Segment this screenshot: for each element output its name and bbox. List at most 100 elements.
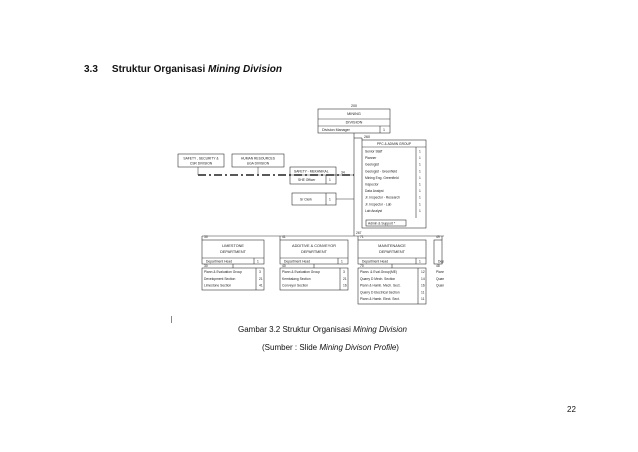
department-label: DEPARTMENT (379, 250, 405, 254)
department-head-qty: 1 (341, 260, 343, 264)
department-number: 49 (436, 235, 440, 239)
sub-number: 70 (360, 264, 364, 268)
sub-item-qty: 3 (259, 270, 261, 274)
ppc-item-qty: 1 (419, 196, 421, 200)
sub-item-label: Plann & Hamb. Mech. Sect. (360, 284, 401, 288)
ppc-item-qty: 1 (419, 150, 421, 154)
section-title-italic: Mining Division (208, 64, 282, 75)
ppc-item-qty: 1 (419, 156, 421, 160)
sub-item-qty: 11 (421, 290, 425, 294)
safety-mgmt-number: 34 (341, 171, 345, 175)
ppc-item-label: Geologist - Greenfield (365, 169, 397, 173)
mining-division-subtitle: DIVISION (346, 121, 363, 125)
department-number: 71 (360, 235, 364, 239)
section-heading: 3.3 Struktur Organisasi Mining Division (84, 64, 282, 75)
source-prefix: (Sumber : Slide (262, 343, 318, 352)
sub-item-label: Conveyor Section (282, 284, 308, 288)
sub-item-qty: 41 (259, 284, 263, 288)
sub-item-qty: 12 (421, 270, 425, 274)
sub-number: 40 (282, 264, 286, 268)
ppc-item-label: Senior Staff (365, 150, 382, 154)
sub-number: 48 (436, 264, 440, 268)
ppc-item-label: Lab Analyst (365, 209, 382, 213)
sub-item-qty: 16 (421, 284, 425, 288)
ppc-admin-support: Admin & Support * (368, 222, 396, 226)
hr-line1: HUMAN RESOURCES (241, 157, 276, 161)
sub-item-qty: 3 (343, 270, 345, 274)
ppc-item-qty: 1 (419, 209, 421, 213)
sub-item-label: Quarry D HHE Section (436, 277, 444, 281)
safety-mgmt-title: SAFETY - MEKANIKAL (294, 170, 329, 174)
sub-item-qty: 21 (259, 277, 263, 281)
mining-division-title: MINING (347, 112, 361, 116)
sub-item-label: Quarry D Electrical Section (360, 290, 400, 294)
department-head-label: Department Head (362, 260, 388, 264)
ppc-item-label: Jr. Inspector - Lab (365, 202, 392, 206)
safety-csr-line2: CSR DIVISION (190, 162, 213, 166)
sub-item-label: Development Section (204, 277, 236, 281)
sub-number: 30 (204, 264, 208, 268)
source-italic: Mining Divison Profile (319, 343, 397, 352)
sub-item-label: Planning & eval. Group (436, 270, 444, 274)
ppc-number: 260 (364, 135, 370, 139)
ppc-item-qty: 1 (419, 176, 421, 180)
ppc-item-qty: 1 (419, 202, 421, 206)
sr-clerk-qty: 1 (329, 198, 331, 202)
safety-csr-line1: SAFETY , SECURITY & (183, 157, 219, 161)
mining-division-number: 200 (351, 104, 357, 108)
sub-item-label: Plann & Evaluation Group (282, 270, 320, 274)
section-number: 3.3 (84, 64, 98, 75)
sub-item-qty: 21 (343, 277, 347, 281)
she-officer-label: SHE Officer (298, 178, 316, 182)
ppc-item-label: Planner (365, 156, 377, 160)
department-name: LIMESTONE (222, 244, 244, 248)
sub-item-qty: 11 (421, 297, 425, 301)
department-name: ADDITIVE & CONVEYOR (292, 244, 336, 248)
she-officer-qty: 1 (329, 178, 331, 182)
ppc-item-qty: 1 (419, 189, 421, 193)
ppc-item-label: Inspector (365, 183, 379, 187)
department-label: DEPARTMENT (220, 250, 246, 254)
ppc-item-qty: 1 (419, 163, 421, 167)
caption-italic: Mining Division (353, 325, 407, 334)
source-suffix: ) (396, 343, 399, 352)
section-title: Struktur Organisasi (111, 64, 206, 75)
department-head-label: Department Head (206, 260, 232, 264)
department-number: 30 (204, 235, 208, 239)
ppc-item-label: Geologist (365, 163, 379, 167)
sub-item-label: Quarry Hamb. HHE Section (436, 284, 444, 288)
department-head-label: Department Head (438, 260, 444, 264)
org-chart: 200 MINING DIVISION Division Manager 1 2… (177, 104, 444, 305)
department-number: 41 (282, 235, 286, 239)
sub-item-label: Kembalang Section (282, 277, 311, 281)
caption-prefix: Gambar 3.2 Struktur Organisasi (238, 325, 351, 334)
sr-clerk-label: Sr Clerk (300, 198, 312, 202)
figure-caption: Gambar 3.2 Struktur Organisasi Mining Di… (238, 325, 407, 334)
figure-source: (Sumber : Slide Mining Divison Profile) (262, 343, 399, 352)
sub-item-label: Plann & Hamb. Elect. Sect. (360, 297, 400, 301)
sub-item-label: Plann & Evaluation Group (204, 270, 242, 274)
bus-number: 267 (356, 231, 362, 235)
ppc-item-qty: 1 (419, 169, 421, 173)
ppc-item-label: Data Analyst (365, 189, 384, 193)
division-manager-label: Division Manager (322, 128, 351, 132)
sub-item-label: Plann. & Eval.Group(ME) (360, 270, 397, 274)
ppc-item-qty: 1 (419, 183, 421, 187)
page-number: 22 (567, 405, 576, 414)
department-head-qty: 1 (419, 260, 421, 264)
sub-item-label: Limestone Section (204, 284, 231, 288)
department-name: MAINTENANCE (378, 244, 406, 248)
sub-item-qty: 14 (421, 277, 425, 281)
ppc-item-label: Mining Eng. Greenfield (365, 176, 399, 180)
sub-item-label: Quarry D Mech. Section (360, 277, 395, 281)
ppc-title: PPC & ADMIN GROUP (377, 142, 412, 146)
hr-line2: &GA DIVISION (247, 162, 270, 166)
sub-item-qty: 16 (343, 284, 347, 288)
division-manager-qty: 1 (383, 128, 385, 132)
department-head-label: Department Head (284, 260, 310, 264)
department-label: DEPARTMENT (301, 250, 327, 254)
department-head-qty: 1 (257, 260, 259, 264)
margin-mark (171, 316, 172, 323)
